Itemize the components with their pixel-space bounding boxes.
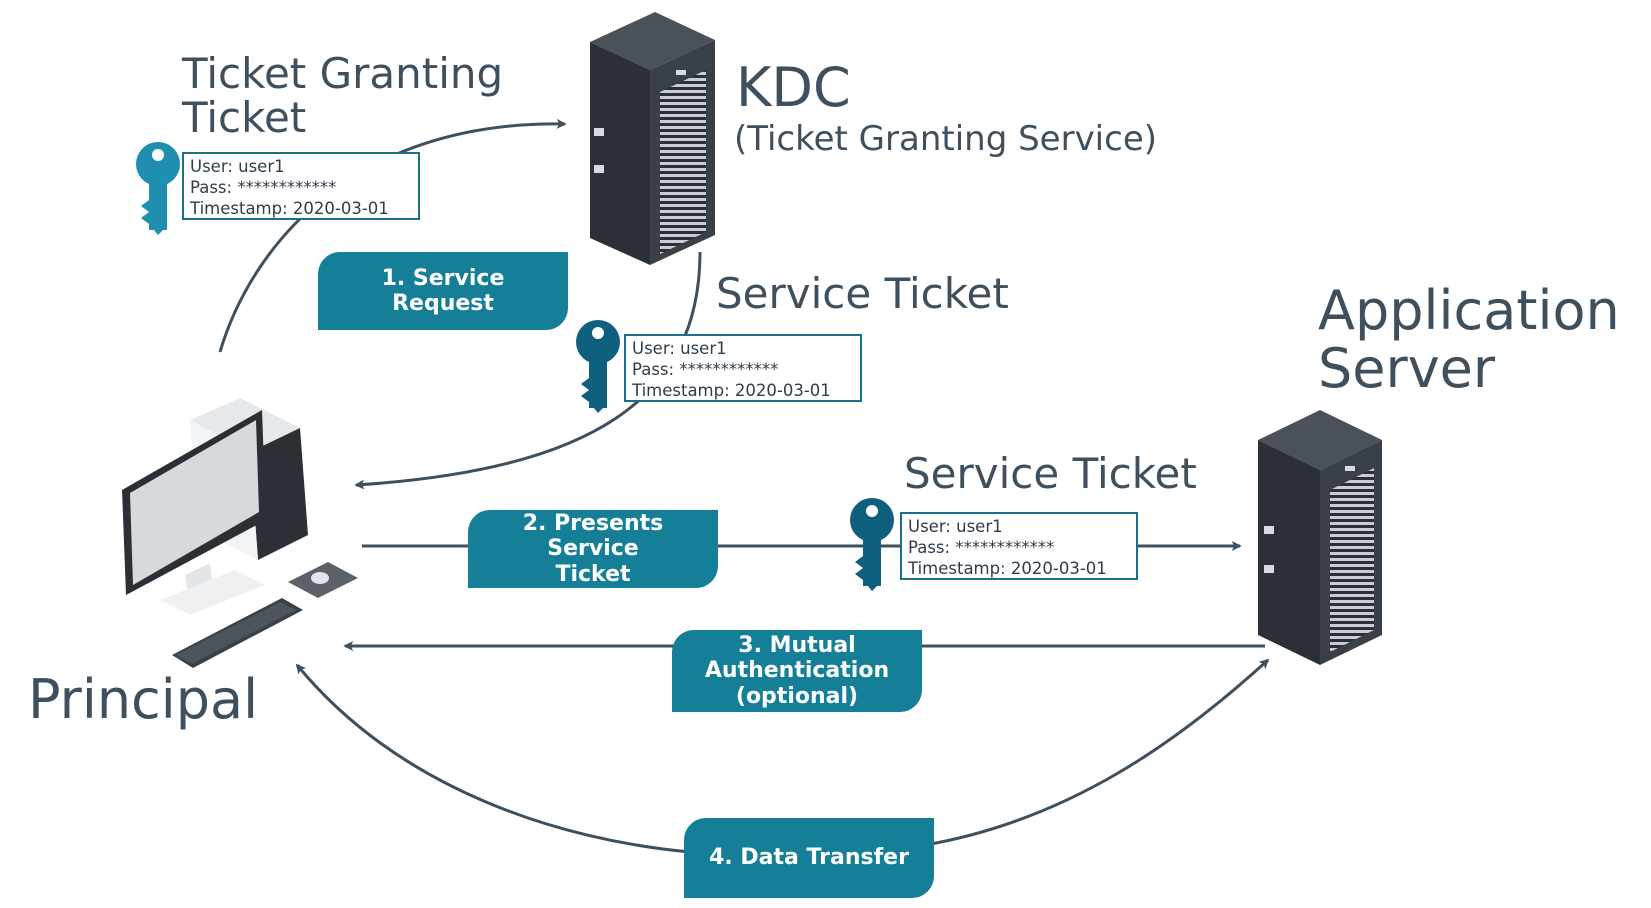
step-1-label: 1. Service Request xyxy=(381,265,505,316)
step-2-presents-service-ticket: 2. Presents Service Ticket xyxy=(468,510,718,588)
tgt-heading-line2: Ticket xyxy=(182,93,307,143)
step-3-label-line3: (optional) xyxy=(735,683,859,709)
tgt-heading-line1: Ticket Granting xyxy=(182,49,504,98)
ticket-user: User: user1 xyxy=(632,339,727,358)
step-3-label-line2: Authentication xyxy=(704,658,890,684)
ticket-timestamp: Timestamp: 2020-03-01 xyxy=(632,381,831,400)
ticket-card-tgt: User: user1 Pass: ************ Timestamp… xyxy=(182,152,420,220)
workstation-icon xyxy=(122,398,358,668)
ticket-pass: Pass: ************ xyxy=(908,538,1055,557)
app-server-title: Application Server xyxy=(1318,279,1620,401)
key-icon-service-ticket-1 xyxy=(576,320,620,413)
ticket-user: User: user1 xyxy=(190,157,285,176)
app-server-icon xyxy=(1258,410,1382,665)
arrow-kdc-to-principal xyxy=(354,251,702,490)
step-2-label-line1: 2. Presents Service xyxy=(522,511,664,562)
kdc-title: KDC xyxy=(736,56,851,119)
tgt-heading: Ticket Granting Ticket xyxy=(182,49,504,143)
service-ticket-heading-2: Service Ticket xyxy=(904,449,1197,498)
service-ticket-heading-1: Service Ticket xyxy=(716,269,1009,318)
step-1-service-request: 1. Service Request xyxy=(318,252,568,330)
ticket-timestamp: Timestamp: 2020-03-01 xyxy=(908,559,1107,578)
step-3-label-line1: 3. Mutual xyxy=(738,633,856,659)
ticket-pass: Pass: ************ xyxy=(190,178,337,197)
principal-title: Principal xyxy=(28,668,259,731)
arrow-data-transfer-to-app-server xyxy=(924,658,1270,847)
arrow-data-transfer-to-principal xyxy=(295,663,691,854)
ticket-pass: Pass: ************ xyxy=(632,360,779,379)
app-server-title-line2: Server xyxy=(1318,337,1496,401)
step-3-mutual-authentication: 3. Mutual Authentication (optional) xyxy=(672,630,922,712)
ticket-card-service-1: User: user1 Pass: ************ Timestamp… xyxy=(624,334,862,402)
step-4-label: 4. Data Transfer xyxy=(709,845,909,871)
ticket-user: User: user1 xyxy=(908,517,1003,536)
ticket-timestamp: Timestamp: 2020-03-01 xyxy=(190,199,389,218)
step-4-data-transfer: 4. Data Transfer xyxy=(684,818,934,898)
kdc-subtitle: (Ticket Granting Service) xyxy=(734,119,1158,159)
step-2-label-line2: Ticket xyxy=(555,561,631,587)
app-server-title-line1: Application xyxy=(1318,279,1620,342)
kdc-server-icon xyxy=(590,12,715,265)
key-icon-tgt xyxy=(136,142,180,235)
key-icon-service-ticket-2 xyxy=(850,498,894,591)
ticket-card-service-2: User: user1 Pass: ************ Timestamp… xyxy=(900,512,1138,580)
